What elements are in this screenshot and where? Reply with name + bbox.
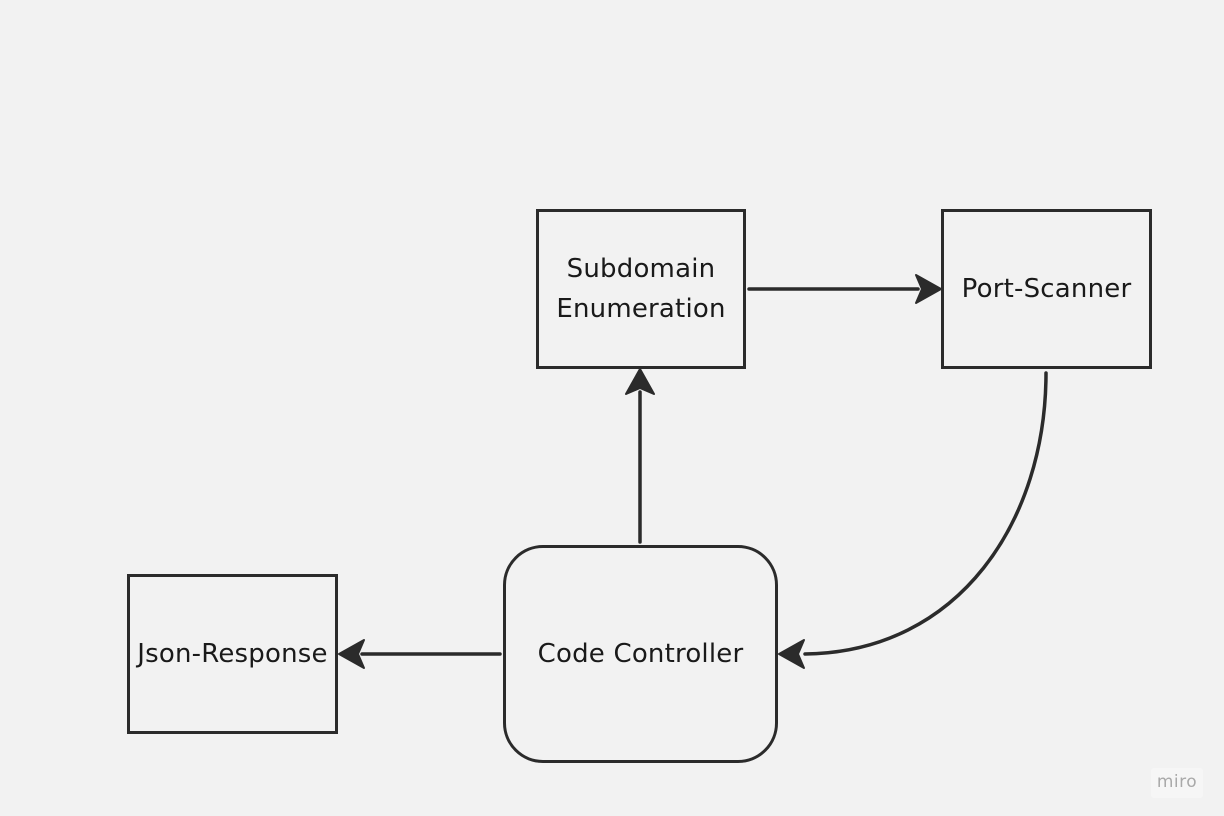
node-port-scanner[interactable]: Port-Scanner xyxy=(941,209,1152,369)
arrowhead-up-icon xyxy=(625,368,655,395)
node-json-response[interactable]: Json-Response xyxy=(127,574,338,734)
node-label: Code Controller xyxy=(537,639,744,669)
node-subdomain-enumeration[interactable]: Subdomain Enumeration xyxy=(536,209,746,369)
node-label: Json-Response xyxy=(137,639,328,669)
node-label: Port-Scanner xyxy=(961,274,1132,304)
miro-watermark: miro xyxy=(1151,768,1203,798)
arrowhead-left-icon xyxy=(338,639,365,669)
edge-port-scanner-to-controller xyxy=(803,371,1048,656)
node-label: Subdomain Enumeration xyxy=(556,254,726,324)
node-code-controller[interactable]: Code Controller xyxy=(503,545,778,763)
arrowhead-left-icon xyxy=(778,639,805,669)
arrowhead-right-icon xyxy=(915,274,942,304)
